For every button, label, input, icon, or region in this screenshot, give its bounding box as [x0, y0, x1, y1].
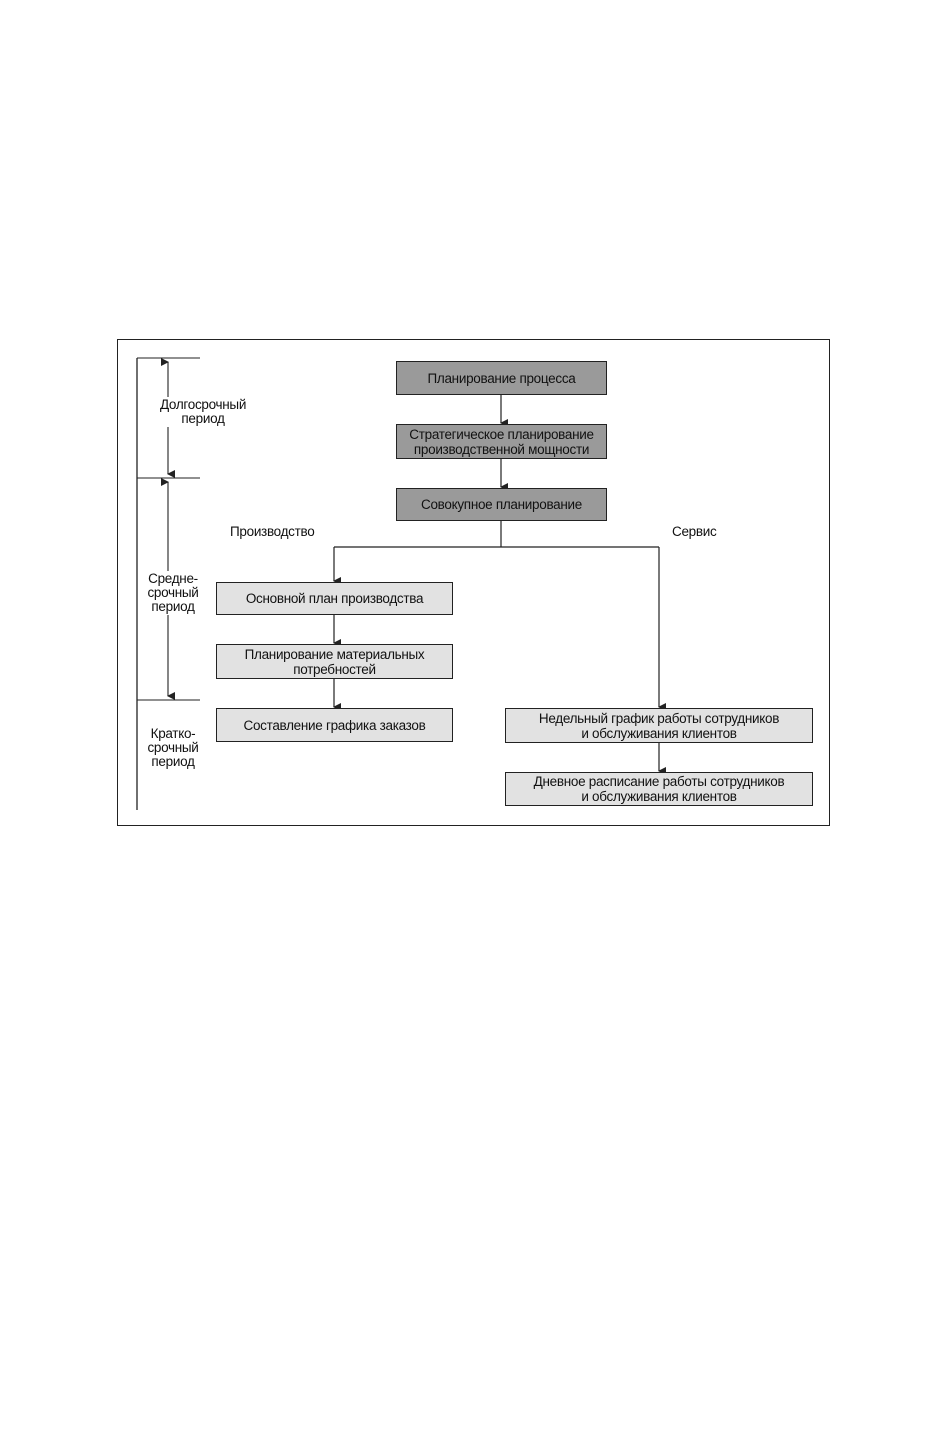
box-material-requirements-planning: Планирование материальных потребностей — [216, 644, 453, 679]
box-aggregate-planning: Совокупное планирование — [396, 488, 607, 521]
box-strategic-capacity-planning: Стратегическое планирование производстве… — [396, 424, 607, 459]
period-label-short: Кратко- срочный период — [140, 726, 206, 770]
box-order-scheduling: Составление графика заказов — [216, 708, 453, 742]
box-daily-staff-schedule: Дневное расписание работы сотрудников и … — [505, 772, 813, 806]
box-master-production-plan: Основной план производства — [216, 582, 453, 615]
period-label-long: Долгосрочный период — [140, 397, 266, 427]
box-weekly-staff-schedule: Недельный график работы сотрудников и об… — [505, 708, 813, 743]
box-process-planning: Планирование процесса — [396, 361, 607, 395]
period-label-medium: Средне- срочный период — [140, 571, 206, 615]
branch-label-service: Сервис — [672, 524, 717, 539]
branch-label-production: Производство — [230, 524, 315, 539]
diagram-frame — [117, 339, 830, 826]
